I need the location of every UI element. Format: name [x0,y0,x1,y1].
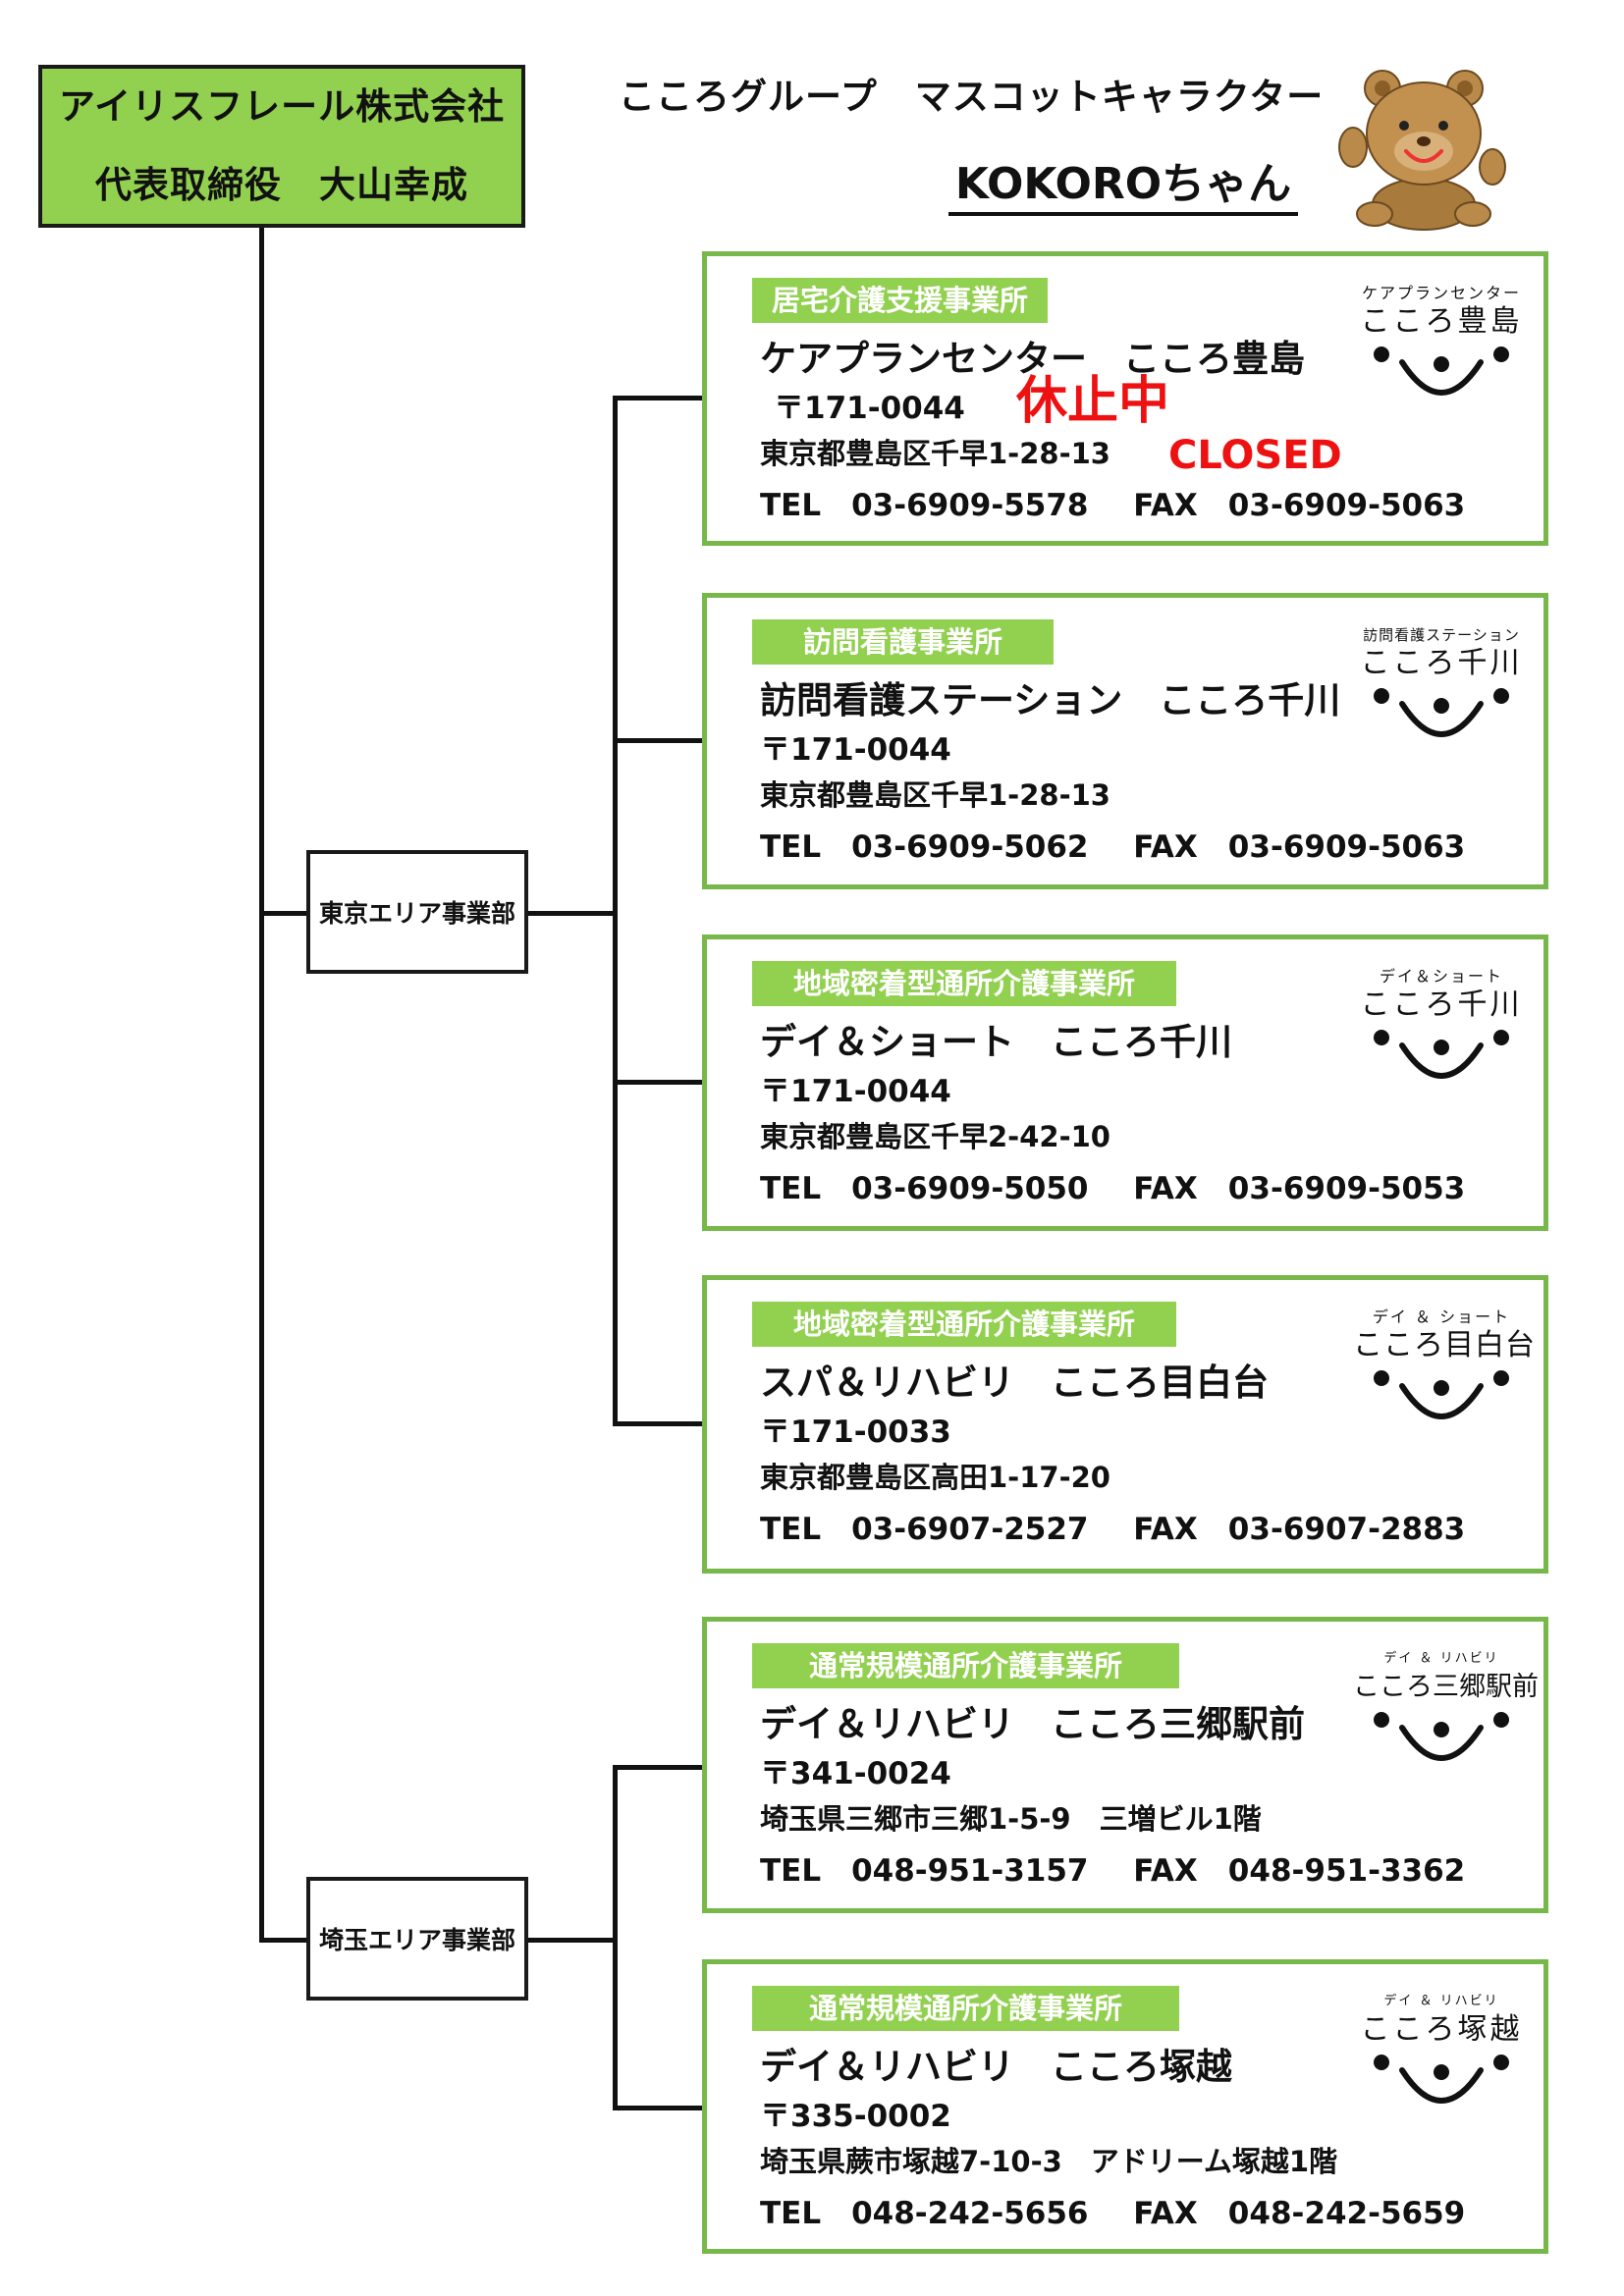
office-card-4: 地域密着型通所介護事業所 スパ＆リハビリ こころ目白台 〒171-0033 東京… [702,1275,1548,1574]
office-zip: 〒171-0044 [760,732,951,768]
office-logo: デイ ＆ ショート こころ目白台 [1353,1308,1536,1455]
office-category: 通常規模通所介護事業所 [752,1986,1180,2031]
office-logo: デイ＆ショート こころ千川 [1353,967,1530,1114]
trunk-line [259,228,264,1943]
office-tel-fax: TEL 048-951-3157 FAX 048-951-3362 [760,1853,1466,1889]
office-link-1 [613,396,704,400]
smile-icon [1374,2055,1509,2104]
office-logo: デイ ＆ リハビリ こころ塚越 [1353,1992,1530,2139]
smile-icon [1374,1712,1509,1761]
closed-stamp-en: CLOSED [1168,433,1342,478]
office-link-2 [613,738,704,743]
office-category: 通常規模通所介護事業所 [752,1643,1180,1688]
office-tel-fax: TEL 03-6907-2527 FAX 03-6907-2883 [760,1512,1466,1547]
office-zip: 〒171-0044 [760,1074,951,1109]
office-address: 埼玉県蕨市塚越7-10-3 アドリーム塚越1階 [760,2145,1338,2178]
office-name: スパ＆リハビリ こころ目白台 [760,1362,1269,1404]
office-card-1: 居宅介護支援事業所 ケアプランセンター こころ豊島 〒171-0044 東京都豊… [702,251,1548,546]
company-representative: 代表取締役 大山幸成 [95,164,468,206]
office-zip: 〒335-0002 [760,2099,951,2134]
office-category: 地域密着型通所介護事業所 [752,961,1177,1006]
office-zip: 〒341-0024 [760,1756,951,1791]
office-card-2: 訪問看護事業所 訪問看護ステーション こころ千川 〒171-0044 東京都豊島… [702,593,1548,889]
saitama-bus-line [613,1765,618,2110]
office-address: 埼玉県三郷市三郷1-5-9 三増ビル1階 [760,1802,1262,1836]
logo-name: こころ豊島 [1360,304,1523,339]
dept-saitama: 埼玉エリア事業部 [306,1877,528,2001]
branch-tokyo [259,911,306,916]
office-address: 東京都豊島区千早1-28-13 [760,437,1110,470]
office-category: 訪問看護事業所 [752,619,1055,665]
logo-name: こころ千川 [1360,646,1523,680]
closed-stamp-ja: 休止中 [1016,372,1170,431]
tokyo-bus-line [613,396,618,1426]
office-link-5 [613,1765,704,1770]
office-link-3 [613,1080,704,1085]
mascot-name: KOKOROちゃん [948,157,1298,216]
logo-subtitle: デイ ＆ ショート [1372,1308,1511,1326]
office-link-6 [613,2106,704,2110]
office-tel-fax: TEL 048-242-5656 FAX 048-242-5659 [760,2196,1466,2231]
office-logo: ケアプランセンター こころ豊島 [1353,284,1530,431]
office-name: デイ＆リハビリ こころ三郷駅前 [760,1703,1305,1745]
logo-name: こころ三郷駅前 [1353,1672,1539,1702]
logo-name: こころ千川 [1360,988,1523,1022]
office-card-5: 通常規模通所介護事業所 デイ＆リハビリ こころ三郷駅前 〒341-0024 埼玉… [702,1617,1548,1913]
bear-mascot-icon [1335,57,1512,234]
office-logo: デイ ＆ リハビリ こころ三郷駅前 [1353,1649,1539,1796]
logo-name: こころ塚越 [1360,2012,1523,2047]
office-link-4 [613,1421,704,1426]
smile-icon [1374,1370,1509,1419]
office-tel-fax: TEL 03-6909-5062 FAX 03-6909-5063 [760,829,1466,865]
logo-subtitle: デイ＆ショート [1379,967,1503,986]
office-address: 東京都豊島区高田1-17-20 [760,1461,1110,1494]
company-name: アイリスフレール株式会社 [58,85,506,128]
logo-subtitle: デイ ＆ リハビリ [1383,1651,1499,1666]
office-address: 東京都豊島区千早2-42-10 [760,1120,1110,1153]
office-card-6: 通常規模通所介護事業所 デイ＆リハビリ こころ塚越 〒335-0002 埼玉県蕨… [702,1959,1548,2254]
office-zip: 〒171-0044 [774,391,965,426]
office-name: ケアプランセンター こころ豊島 [760,338,1305,380]
logo-subtitle: ケアプランセンター [1361,284,1521,302]
office-name: デイ＆ショート こころ千川 [760,1021,1232,1063]
office-zip: 〒171-0033 [760,1415,951,1450]
office-category: 地域密着型通所介護事業所 [752,1302,1177,1347]
branch-saitama [259,1938,306,1943]
office-category: 居宅介護支援事業所 [752,278,1049,323]
dept-tokyo-link [528,911,615,916]
smile-icon [1374,1030,1509,1079]
smile-icon [1374,688,1509,737]
logo-subtitle: デイ ＆ リハビリ [1383,1994,1499,2008]
logo-subtitle: 訪問看護ステーション [1363,626,1520,644]
dept-tokyo: 東京エリア事業部 [306,850,528,974]
office-tel-fax: TEL 03-6909-5578 FAX 03-6909-5063 [760,488,1466,523]
office-name: 訪問看護ステーション こころ千川 [760,679,1341,721]
office-logo: 訪問看護ステーション こころ千川 [1353,625,1530,773]
logo-name: こころ目白台 [1353,1328,1536,1362]
smile-icon [1374,347,1509,396]
office-tel-fax: TEL 03-6909-5050 FAX 03-6909-5053 [760,1171,1466,1206]
company-box: アイリスフレール株式会社 代表取締役 大山幸成 [38,65,525,228]
office-card-3: 地域密着型通所介護事業所 デイ＆ショート こころ千川 〒171-0044 東京都… [702,934,1548,1231]
mascot-title: こころグループ マスコットキャラクター [619,76,1325,118]
dept-saitama-link [528,1938,615,1943]
office-address: 東京都豊島区千早1-28-13 [760,778,1110,812]
office-name: デイ＆リハビリ こころ塚越 [760,2046,1232,2088]
